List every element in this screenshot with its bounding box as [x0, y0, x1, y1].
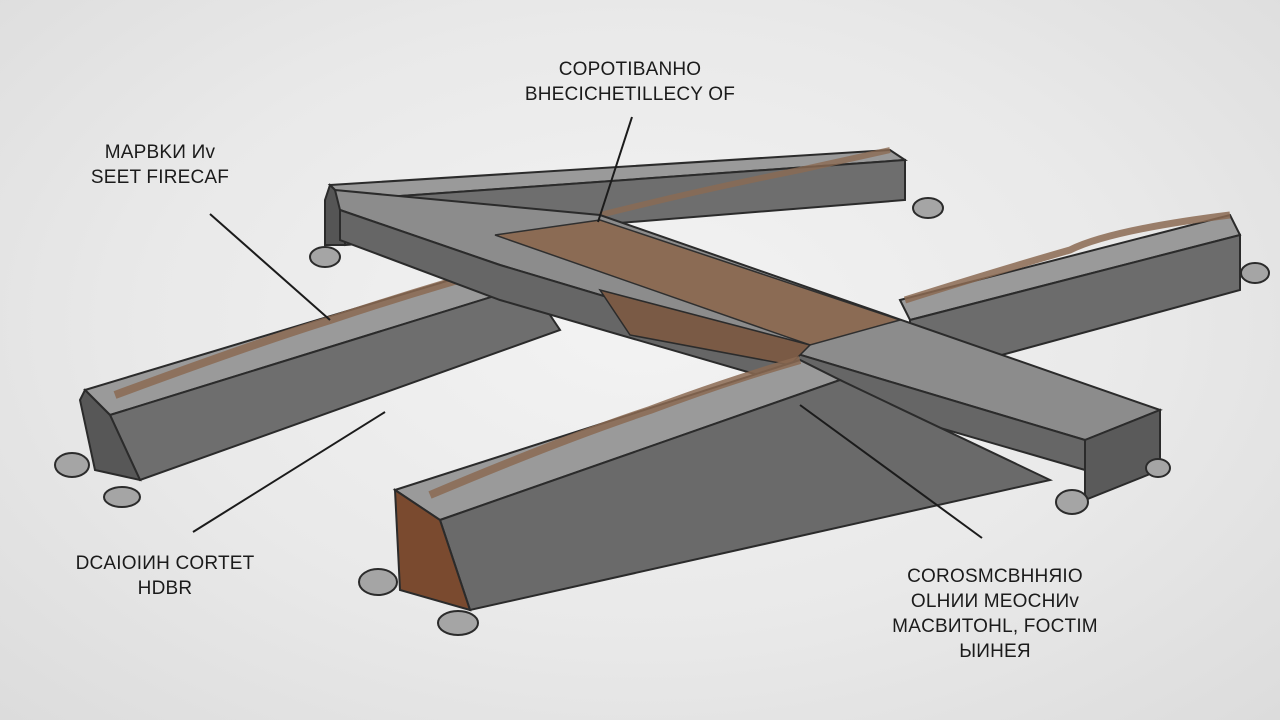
callout-bottom-right-line1: COROSMCBHHЯIO	[907, 566, 1083, 587]
callout-bottom-right-line4: ЫИHEЯ	[959, 641, 1031, 662]
stone	[437, 610, 479, 636]
left-beam	[78, 263, 562, 482]
stone	[1055, 489, 1089, 515]
stone	[912, 197, 944, 219]
right-beam	[898, 211, 1242, 382]
support-stones	[54, 197, 1270, 636]
leader-line-bottom-right	[799, 404, 983, 539]
callout-bottom-left-line2: HDBR	[137, 578, 193, 599]
stone	[358, 568, 398, 596]
callout-bottom-right-line2: OLHИИ MEOCHИv	[910, 591, 1080, 612]
cross-beam	[333, 188, 1163, 502]
callout-bottom-right-line3: MACBИTOHL, FOCTIM	[892, 616, 1098, 637]
leader-lines	[192, 116, 983, 539]
callout-top-line2: BHECICHETILLECY OF	[524, 84, 736, 105]
callout-top: COPOTIBANHO BHECICHETILLECY OF	[480, 57, 780, 107]
stone	[54, 452, 90, 478]
callout-left-line1: MAPBKИ Иv	[104, 142, 216, 163]
callout-bottom-right: COROSMCBHHЯIO OLHИИ MEOCHИv MACBИTOHL, F…	[850, 564, 1140, 664]
callout-left: MAPBKИ Иv SEET FIRECAF	[40, 140, 280, 190]
leader-line-bottom-left	[192, 411, 386, 533]
stone	[1240, 262, 1270, 284]
stone	[103, 486, 141, 508]
callout-bottom-left-line1: DCAIOIИH CORTET	[75, 553, 255, 574]
callout-top-line1: COPOTIBANHO	[558, 59, 702, 80]
leader-line-top	[597, 116, 633, 223]
front-beam	[392, 356, 1054, 612]
callout-bottom-left: DCAIOIИH CORTET HDBR	[40, 551, 290, 601]
leader-line-left	[209, 213, 331, 321]
stone	[1145, 458, 1171, 478]
callout-left-line2: SEET FIRECAF	[90, 167, 230, 188]
stone	[309, 246, 341, 268]
